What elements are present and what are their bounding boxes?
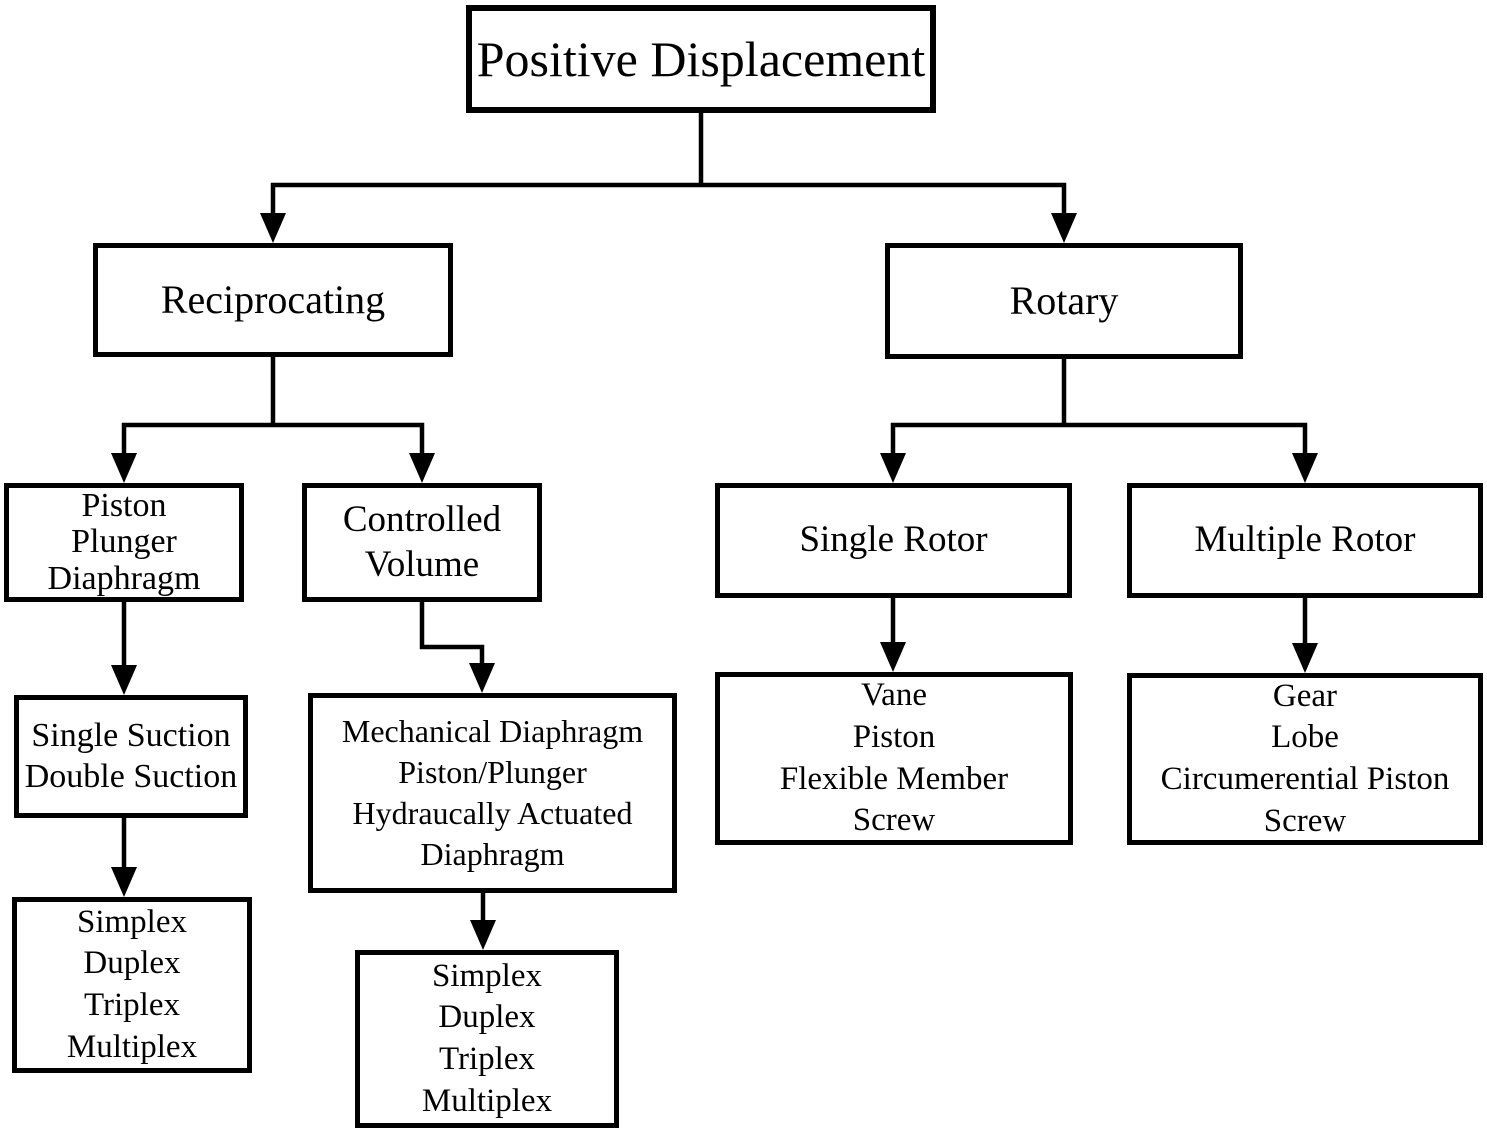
arrowhead-simplex-mid bbox=[470, 920, 496, 950]
node-piston-plunger-diaphragm: Piston Plunger Diaphragm bbox=[4, 483, 244, 602]
arrowhead-mech bbox=[469, 663, 495, 693]
node-multiple-rotor: Multiple Rotor bbox=[1127, 483, 1483, 598]
arrowhead-suction bbox=[111, 665, 137, 695]
arrowhead-rotary bbox=[1051, 213, 1077, 243]
node-multiple-rotor-label: Multiple Rotor bbox=[1194, 519, 1416, 561]
arrowhead-gear bbox=[1292, 643, 1318, 673]
node-controlled-volume: Controlled Volume bbox=[302, 483, 542, 602]
node-reciprocating: Reciprocating bbox=[93, 243, 453, 357]
edge-pd-split bbox=[270, 182, 1067, 222]
edge-reciprocating-split bbox=[121, 422, 425, 462]
arrowhead-singlerotor bbox=[880, 453, 906, 483]
node-mechanical-diaphragm-label: Mechanical Diaphragm Piston/Plunger Hydr… bbox=[341, 713, 644, 872]
node-controlled-volume-label: Controlled Volume bbox=[342, 499, 502, 585]
node-single-rotor: Single Rotor bbox=[715, 483, 1072, 598]
node-positive-displacement-label: Positive Displacement bbox=[476, 30, 926, 87]
arrowhead-ppd bbox=[111, 453, 137, 483]
arrowhead-multiplerotor bbox=[1292, 453, 1318, 483]
node-simplex-reciprocating: Simplex Duplex Triplex Multiplex bbox=[12, 897, 252, 1073]
node-positive-displacement: Positive Displacement bbox=[466, 5, 936, 113]
node-piston-plunger-diaphragm-label: Piston Plunger Diaphragm bbox=[47, 486, 201, 597]
node-single-double-suction-label: Single Suction Double Suction bbox=[24, 717, 238, 795]
node-rotary-label: Rotary bbox=[1009, 278, 1119, 323]
node-gear-lobe-circumerential-screw-label: Gear Lobe Circumerential Piston Screw bbox=[1160, 677, 1450, 839]
arrowhead-vane bbox=[880, 642, 906, 672]
node-single-rotor-label: Single Rotor bbox=[799, 519, 988, 561]
arrowhead-simplex-left bbox=[111, 867, 137, 897]
node-reciprocating-label: Reciprocating bbox=[160, 277, 386, 322]
edge-cv-to-mech bbox=[419, 600, 485, 672]
node-gear-lobe-circumerential-screw: Gear Lobe Circumerential Piston Screw bbox=[1127, 673, 1483, 845]
node-mechanical-diaphragm: Mechanical Diaphragm Piston/Plunger Hydr… bbox=[308, 693, 677, 893]
arrowhead-cv bbox=[409, 453, 435, 483]
node-vane-piston-flexible-screw: Vane Piston Flexible Member Screw bbox=[715, 672, 1073, 845]
arrowhead-reciprocating bbox=[260, 213, 286, 243]
edge-rotary-split bbox=[890, 422, 1308, 462]
node-simplex-reciprocating-label: Simplex Duplex Triplex Multiplex bbox=[66, 903, 198, 1065]
node-vane-piston-flexible-screw-label: Vane Piston Flexible Member Screw bbox=[779, 677, 1009, 839]
node-simplex-controlled-volume: Simplex Duplex Triplex Multiplex bbox=[355, 950, 619, 1128]
node-simplex-controlled-volume-label: Simplex Duplex Triplex Multiplex bbox=[421, 957, 553, 1119]
node-rotary: Rotary bbox=[885, 243, 1243, 359]
node-single-double-suction: Single Suction Double Suction bbox=[14, 695, 248, 818]
